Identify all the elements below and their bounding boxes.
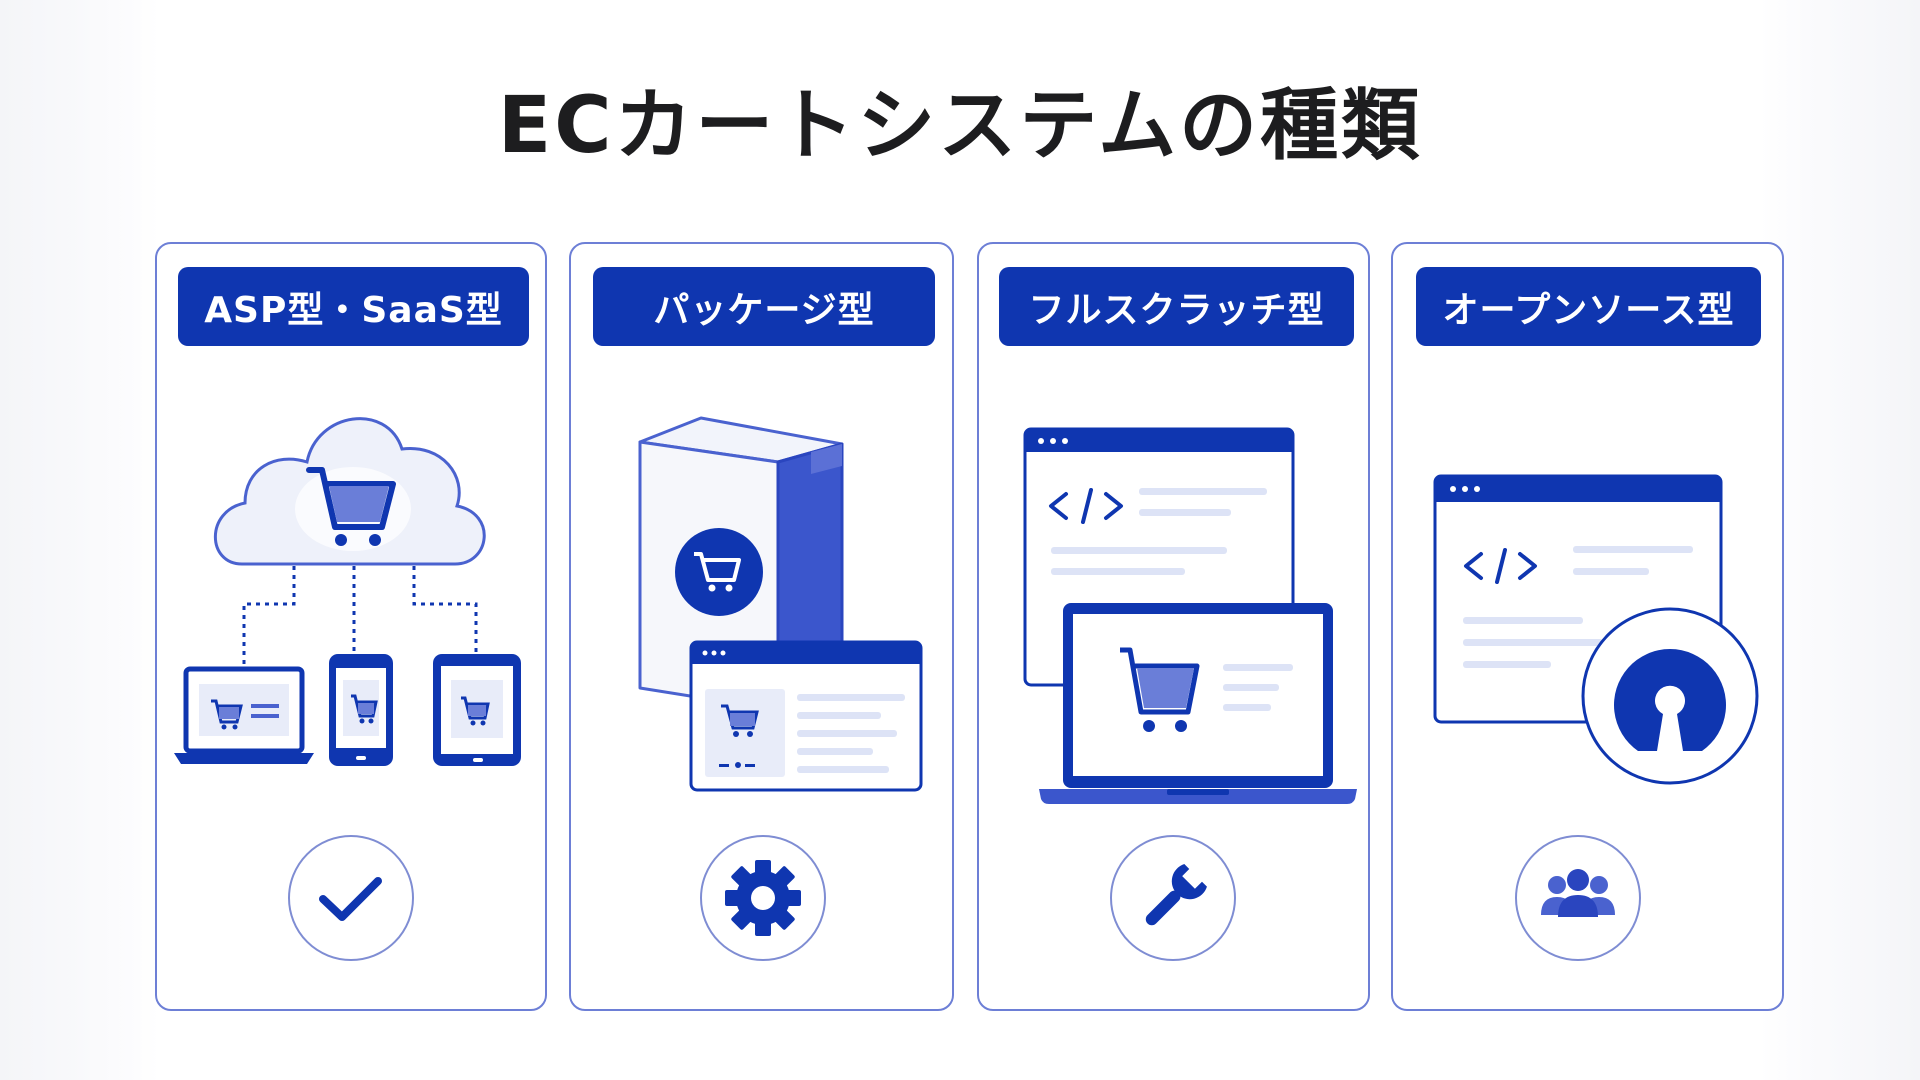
wrench-badge: [1110, 835, 1236, 961]
card-header-asp-saas: ASP型・SaaS型: [178, 267, 529, 346]
laptop-icon: [174, 666, 314, 764]
card-header-full-scratch: フルスクラッチ型: [999, 267, 1354, 346]
card-open-source: オープンソース型: [1391, 242, 1784, 1011]
tablet-icon: [433, 654, 521, 766]
card-full-scratch: フルスクラッチ型: [977, 242, 1370, 1011]
open-source-illustration: [1433, 474, 1759, 785]
browser-window-icon: [689, 640, 923, 792]
page-title: ECカートシステムの種類: [497, 81, 1423, 171]
people-badge: [1515, 835, 1641, 961]
checkmark-badge: [288, 835, 414, 961]
gear-icon: [725, 860, 801, 936]
card-header-open-source: オープンソース型: [1416, 267, 1761, 346]
smartphone-icon: [329, 654, 393, 766]
package-illustration: [638, 416, 923, 792]
cloud-cart-icon: [213, 417, 486, 566]
open-source-icon: [1581, 607, 1759, 785]
card-header-package: パッケージ型: [593, 267, 935, 346]
checkmark-icon: [319, 877, 382, 921]
full-scratch-illustration: [1023, 427, 1357, 804]
gear-badge: [700, 835, 826, 961]
card-package: パッケージ型: [569, 242, 954, 1011]
people-icon: [1541, 869, 1615, 917]
laptop-cart-icon: [1039, 603, 1357, 804]
card-asp-saas: ASP型・SaaS型: [155, 242, 547, 1011]
wrench-icon: [1145, 864, 1207, 926]
asp-illustration: [174, 417, 521, 766]
